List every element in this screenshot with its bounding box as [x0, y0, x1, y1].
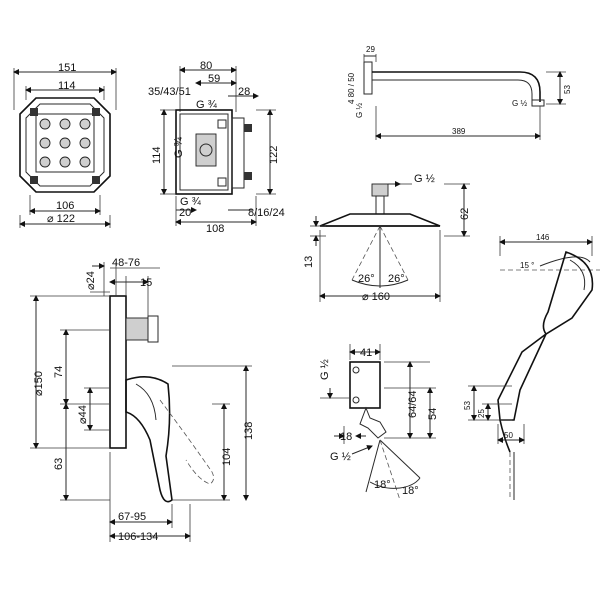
dim-80: 80 — [200, 60, 212, 72]
dim-25: 25 — [477, 409, 486, 418]
g34-bottom: G ¾ — [180, 196, 202, 208]
dim-53-arm: 53 — [563, 85, 572, 94]
dim-59: 59 — [208, 73, 220, 85]
dim-104: 104 — [221, 448, 233, 466]
box-side-view — [160, 66, 276, 226]
dim-389: 389 — [452, 127, 466, 136]
dim-74: 74 — [53, 366, 65, 378]
dim-d24: ⌀24 — [85, 271, 97, 290]
dim-d160: ⌀ 160 — [362, 291, 390, 303]
ang-18-left: 18° — [374, 479, 391, 491]
dim-146: 146 — [536, 233, 550, 242]
mixer-view — [30, 262, 252, 542]
dim-138: 138 — [243, 422, 255, 440]
g12-arm-right: G ½ — [512, 99, 527, 108]
dim-54: 54 — [427, 408, 439, 420]
dim-13: 13 — [303, 256, 315, 268]
ang-18-right: 18° — [402, 485, 419, 497]
dim-d44: ⌀44 — [77, 405, 89, 424]
dim-arm-v: 4 80 / 50 — [347, 72, 356, 104]
dim-151: 151 — [58, 62, 76, 74]
dim-50: 50 — [504, 431, 513, 440]
dim-29: 29 — [366, 45, 375, 54]
dim-18: 18 — [340, 431, 352, 443]
g12-head: G ½ — [414, 173, 435, 185]
box-front-view — [13, 68, 117, 228]
dim-8-16-24: 8/16/24 — [248, 207, 285, 219]
g12-elbow-bottom: G ½ — [330, 451, 351, 463]
dim-64-64: 64/64 — [407, 390, 419, 418]
ang-26-left: 26° — [358, 273, 375, 285]
dim-122-side: 122 — [268, 146, 280, 164]
g34-left: G ¾ — [173, 136, 185, 158]
dim-28: 28 — [238, 86, 250, 98]
ang-15: 15 ° — [520, 261, 534, 270]
dim-d150: ⌀150 — [33, 371, 45, 396]
dim-20: 20 — [179, 207, 191, 219]
g12-elbow-top: G ½ — [319, 359, 331, 380]
dim-106: 106 — [56, 200, 74, 212]
hand-shower-view — [468, 236, 600, 500]
dim-114-side: 114 — [151, 146, 163, 164]
dim-62: 62 — [459, 208, 471, 220]
g12-arm-left: G ½ — [355, 103, 364, 118]
dim-63: 63 — [53, 458, 65, 470]
dim-67-95: 67-95 — [118, 511, 146, 523]
dim-108: 108 — [206, 223, 224, 235]
ang-26-right: 26° — [388, 273, 405, 285]
dim-48-76: 48-76 — [112, 257, 140, 269]
dim-d122: ⌀ 122 — [47, 213, 75, 225]
shower-arm-view — [363, 54, 566, 140]
dim-114: 114 — [58, 80, 76, 92]
dim-53-hand: 53 — [463, 401, 472, 410]
wall-elbow-view — [320, 344, 436, 501]
dim-41: 41 — [360, 347, 372, 359]
shower-head-view — [310, 181, 470, 302]
dim-35-43-51: 35/43/51 — [148, 86, 191, 98]
dim-15: 15 — [140, 277, 152, 289]
dim-106-134: 106-134 — [118, 531, 158, 543]
g34-top: G ¾ — [196, 99, 218, 111]
